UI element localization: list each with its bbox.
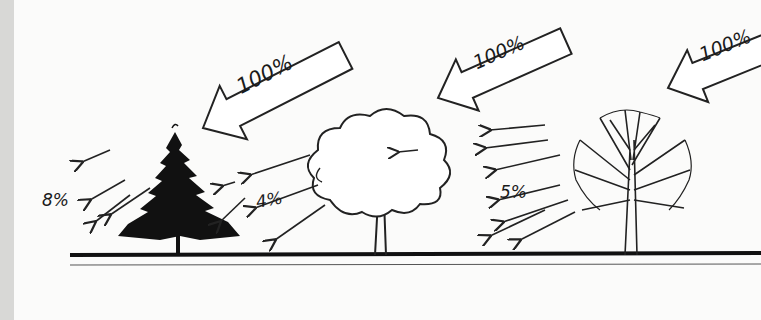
bare-tree bbox=[574, 110, 692, 255]
deciduous-tree bbox=[308, 109, 450, 255]
ground-line bbox=[70, 264, 761, 265]
ground-line bbox=[70, 253, 761, 255]
wind-arrow bbox=[189, 10, 761, 155]
wind-flow-arrow bbox=[82, 125, 575, 240]
page-edge bbox=[0, 0, 14, 320]
reduction-percentage: 4% bbox=[255, 189, 285, 210]
reduction-percentage: 5% bbox=[500, 184, 527, 201]
conifer-tree bbox=[118, 124, 240, 255]
reduction-percentage: 8% bbox=[42, 192, 69, 209]
